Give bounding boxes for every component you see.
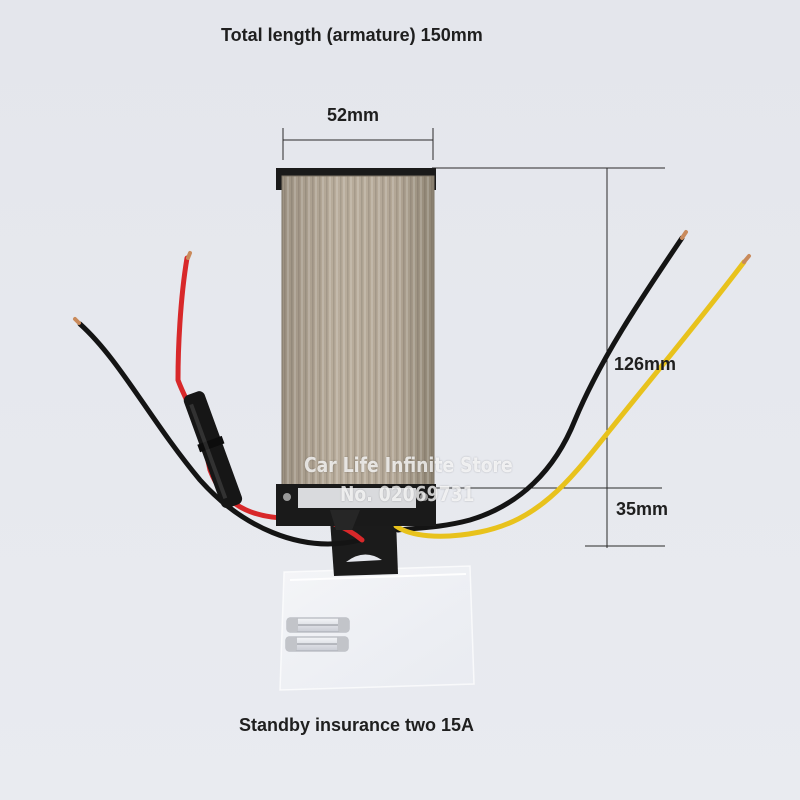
total-length-label: Total length (armature) 150mm	[221, 25, 483, 45]
fuse	[285, 636, 349, 652]
watermark-store-number: No. 02069731	[340, 482, 475, 506]
yellow-wire	[393, 259, 747, 539]
spare-fuses-label: Standby insurance two 15A	[239, 715, 475, 735]
width-label: 52mm	[327, 105, 380, 125]
fuse	[286, 617, 350, 633]
inline-fuse-holder	[183, 391, 243, 509]
watermark-store-name: Car Life Infinite Store	[304, 453, 513, 477]
body-height-label: 126mm	[614, 354, 677, 374]
spare-fuses-bag	[279, 565, 475, 691]
dimension-lines	[282, 128, 665, 548]
mounting-bracket	[330, 520, 398, 576]
bracket-height-label: 35mm	[616, 499, 669, 519]
right-wires	[393, 230, 751, 539]
black-wire-right	[395, 235, 685, 533]
black-wire-left	[77, 321, 363, 547]
converter-housing	[276, 168, 436, 530]
